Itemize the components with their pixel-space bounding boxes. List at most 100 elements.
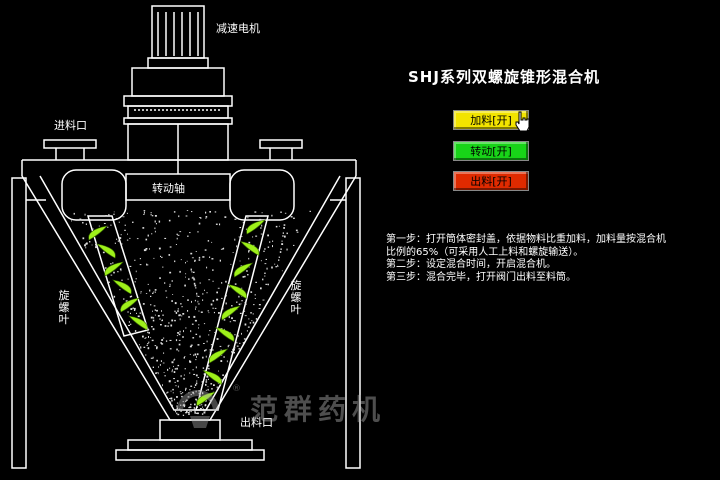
particle — [179, 231, 182, 233]
particle — [189, 389, 191, 391]
particle — [241, 332, 242, 335]
particle — [194, 410, 196, 412]
particle — [173, 359, 175, 361]
particle — [193, 282, 196, 285]
particle — [282, 232, 284, 234]
particle — [85, 246, 87, 249]
particle — [219, 259, 221, 262]
particle — [206, 340, 208, 343]
particle — [120, 247, 123, 249]
particle — [112, 262, 114, 264]
particle — [234, 283, 237, 285]
particle — [238, 295, 240, 298]
particle — [117, 271, 119, 273]
particle — [265, 258, 267, 260]
particle — [191, 300, 192, 303]
particle — [241, 300, 243, 302]
particle — [126, 212, 128, 214]
particle — [225, 295, 227, 297]
particle — [168, 219, 171, 222]
particle — [205, 217, 207, 219]
particle — [224, 216, 227, 218]
particle — [149, 289, 151, 292]
particle — [237, 335, 239, 337]
particle — [143, 210, 146, 212]
cone-vessel — [21, 175, 357, 421]
particle — [176, 402, 178, 404]
particle — [154, 345, 157, 347]
particle — [234, 218, 237, 220]
particle — [199, 217, 201, 218]
particle — [284, 235, 286, 238]
particle — [280, 248, 282, 250]
particle — [165, 290, 167, 292]
screw-blades — [88, 219, 266, 407]
particle — [205, 383, 207, 386]
particle — [174, 310, 176, 313]
particle — [160, 324, 162, 326]
step-line: 第三步：混合完毕，打开阀门出料至料筒。 — [386, 271, 576, 283]
particle — [153, 316, 155, 319]
particle — [95, 246, 97, 249]
particle — [180, 259, 182, 261]
particle — [183, 404, 186, 406]
particle — [254, 294, 256, 296]
particle — [239, 260, 241, 262]
discharge-button[interactable]: 出料[开] — [453, 171, 529, 191]
particle — [180, 303, 182, 305]
particle — [178, 215, 180, 218]
particle — [198, 310, 200, 312]
particle — [205, 404, 207, 406]
particle — [71, 220, 72, 222]
particle — [110, 224, 112, 226]
particle — [151, 339, 154, 342]
particle — [119, 237, 122, 239]
particle — [169, 348, 172, 350]
particle — [169, 398, 171, 399]
particle — [169, 283, 171, 286]
particle — [221, 282, 223, 284]
particle — [164, 282, 166, 284]
particle — [107, 226, 109, 228]
particle — [126, 239, 129, 241]
particle — [159, 277, 161, 279]
particle — [272, 245, 273, 248]
particle — [260, 287, 262, 290]
particle — [176, 380, 179, 382]
particle — [137, 315, 140, 318]
particle — [140, 292, 142, 294]
brand-name: 范群药机 — [250, 393, 387, 426]
particle — [205, 381, 208, 383]
particle — [222, 374, 224, 376]
screw-blade — [196, 391, 216, 407]
particle — [236, 252, 238, 254]
step-line: 第二步：设定混合时间，开启混合机。 — [386, 259, 556, 270]
particle — [229, 321, 232, 323]
motor-body — [151, 5, 205, 59]
particle — [259, 218, 262, 220]
particle — [182, 414, 185, 416]
particle — [178, 314, 181, 317]
particle — [179, 391, 182, 393]
particle — [208, 334, 210, 336]
particle — [120, 234, 122, 236]
particle — [119, 289, 121, 291]
particle — [116, 238, 118, 240]
particle — [154, 314, 156, 316]
particle — [180, 410, 182, 412]
particle — [205, 389, 207, 391]
particle — [190, 411, 192, 413]
particle — [117, 240, 119, 242]
particle — [205, 211, 207, 214]
particle — [198, 259, 201, 261]
particle — [200, 217, 202, 219]
particle — [267, 234, 269, 237]
particle — [248, 250, 250, 253]
particle — [130, 323, 132, 325]
particle — [182, 392, 184, 394]
particle — [185, 389, 186, 391]
rotate-button[interactable]: 转动[开] — [453, 141, 529, 161]
particle — [121, 279, 123, 281]
particle — [108, 214, 110, 216]
particle — [113, 211, 115, 213]
